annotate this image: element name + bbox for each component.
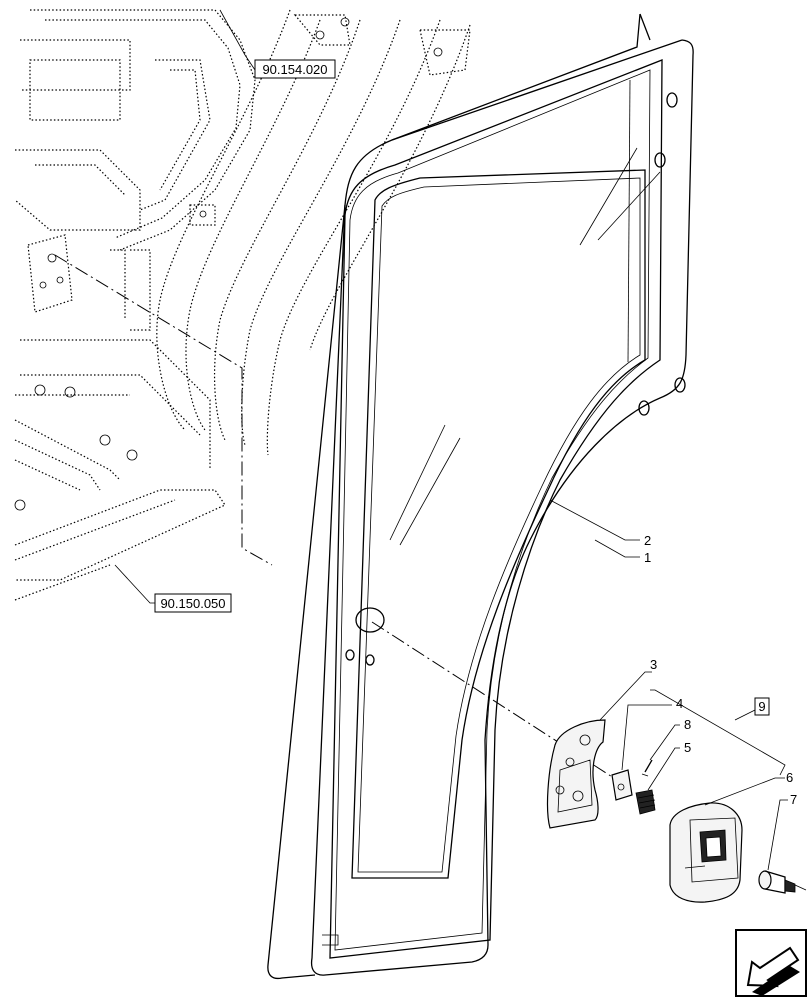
reference-lower-label: 90.150.050	[160, 596, 225, 611]
callout-8: 8	[684, 717, 691, 732]
cam-part	[611, 769, 633, 801]
door-glass	[267, 13, 694, 980]
inner-plate-part	[546, 719, 606, 829]
arrow-down-left-icon[interactable]	[735, 929, 807, 997]
callout-3: 3	[650, 657, 657, 672]
callout-6: 6	[786, 770, 793, 785]
screw-part	[641, 759, 653, 777]
spring-part	[635, 789, 656, 815]
callout-1: 1	[644, 550, 651, 565]
callout-leaders	[114, 9, 788, 871]
cab-frame	[14, 9, 471, 601]
callout-4: 4	[676, 696, 683, 711]
callout-5: 5	[684, 740, 691, 755]
callout-9: 9	[758, 699, 765, 714]
reference-lower[interactable]: 90.150.050	[154, 593, 232, 613]
reference-upper-label: 90.154.020	[262, 62, 327, 77]
callout-2: 2	[644, 533, 651, 548]
callout-kit: 9	[754, 697, 770, 716]
key-cylinder-part	[758, 870, 807, 894]
lock-assembly	[546, 719, 807, 903]
reference-upper[interactable]: 90.154.020	[254, 59, 336, 79]
handle-housing-part	[669, 802, 743, 903]
callout-7: 7	[790, 792, 797, 807]
